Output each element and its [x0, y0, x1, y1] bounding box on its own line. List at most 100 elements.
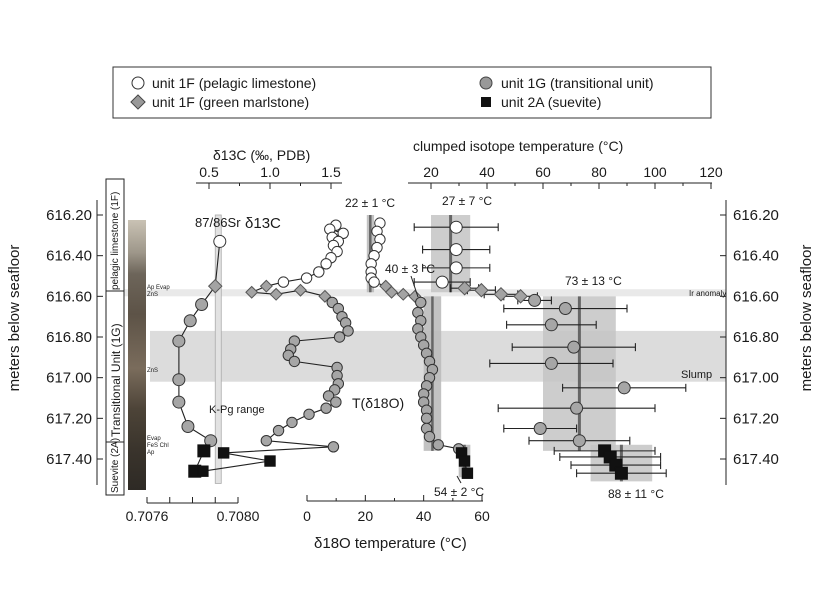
band-label-22: 22 ± 1 °C: [345, 196, 395, 210]
left-depth-tick-label: 616.80: [46, 329, 92, 346]
clumped-axis-tick-label: 40: [479, 164, 495, 180]
data-point-c13: [293, 283, 308, 297]
right-depth-tick-label: 616.80: [733, 329, 779, 346]
data-point-clumped: [449, 261, 463, 275]
data-point-d18o: [432, 439, 444, 451]
data-point-c13: [322, 390, 335, 402]
data-point-c13: [303, 408, 315, 420]
data-point-sr: [207, 278, 223, 294]
right-depth-tick-label: 617.20: [733, 410, 779, 427]
data-point-d18o: [458, 455, 471, 467]
left-depth-tick-label: 617.20: [46, 410, 92, 427]
legend-label-transitional-unit: unit 1G (transitional unit): [501, 75, 654, 91]
data-point-d18o: [423, 430, 436, 443]
left-depth-axis-title: meters below seafloor: [6, 245, 23, 392]
data-point-d18o: [415, 296, 427, 309]
core-photo: [128, 220, 146, 490]
data-point-clumped: [474, 282, 489, 298]
slump-label: Slump: [681, 369, 712, 381]
right-depth-tick-label: 617.00: [733, 370, 779, 387]
band-label-73: 73 ± 13 °C: [565, 274, 622, 288]
data-point-clumped: [493, 286, 509, 302]
t18-label: T(δ18O): [352, 395, 404, 411]
data-point-c13: [245, 285, 259, 299]
band-label-40-leader: [410, 275, 419, 298]
data-point-clumped: [544, 356, 558, 370]
data-point-sr: [172, 334, 186, 348]
data-point-c13: [330, 396, 342, 408]
left-depth-tick-label: 617.00: [46, 370, 92, 387]
data-point-c13: [327, 441, 340, 453]
data-point-c13: [288, 355, 301, 368]
left-depth-tick-label: 616.60: [46, 288, 92, 305]
kpg-range-band: [214, 214, 222, 484]
unit-label-1g: Transitional Unit (1G): [109, 323, 123, 437]
sr-label: 87/86Sr: [195, 215, 241, 230]
right-depth-tick-label: 617.40: [733, 451, 779, 468]
band-label-54: 54 ± 2 °C: [434, 485, 484, 499]
data-point-clumped: [558, 302, 572, 316]
mineral-note-zns-top: ZnS: [147, 292, 158, 298]
data-points: [172, 217, 631, 480]
clumped-axis-tick-label: 20: [423, 164, 439, 180]
data-point-c13: [260, 435, 273, 447]
c13-axis-tick-label: 1.0: [260, 164, 280, 180]
data-point-clumped: [567, 340, 581, 354]
unit-column-frame: [105, 178, 125, 496]
band-label-54-leader: [456, 475, 462, 484]
data-point-clumped: [449, 220, 463, 234]
mineral-note-ap: Ap: [147, 450, 155, 456]
clumped-axis-title: clumped isotope temperature (°C): [413, 138, 623, 154]
c13-axis-title: δ13C (‰, PDB): [213, 147, 310, 163]
data-point-c13: [272, 424, 285, 437]
left-depth-tick-label: 616.20: [46, 207, 92, 224]
data-point-sr: [197, 444, 211, 458]
data-point-c13: [342, 325, 354, 337]
c13-axis-tick-label: 1.5: [321, 164, 341, 180]
data-point-c13: [197, 465, 209, 477]
legend-label-pelagic-limestone: unit 1F (pelagic limestone): [152, 75, 316, 91]
legend-label-green-marlstone: unit 1F (green marlstone): [152, 94, 309, 110]
data-point-c13: [269, 287, 283, 301]
unit-label-1f: pelagic limestone (1F): [110, 192, 121, 290]
mineral-note-evap: Evap: [147, 436, 161, 442]
data-point-clumped: [570, 401, 584, 415]
d18o-axis-title: δ18O temperature (°C): [314, 535, 467, 552]
band-label-27: 27 ± 7 °C: [442, 194, 492, 208]
data-point-sr: [181, 419, 195, 433]
data-point-clumped: [513, 289, 528, 304]
kpg-label: K-Pg range: [209, 404, 265, 416]
data-point-c13: [313, 266, 325, 278]
data-point-clumped: [528, 293, 542, 307]
band-label-88: 88 ± 11 °C: [608, 487, 664, 501]
data-point-clumped: [572, 434, 586, 448]
left-depth-tick-label: 617.40: [46, 451, 92, 468]
c13-axis-tick-label: 0.5: [199, 164, 219, 180]
sr-axis-tick-label: 0.7080: [217, 508, 260, 524]
data-point-c13: [264, 455, 276, 467]
data-point-c13: [286, 416, 298, 429]
data-point-c13: [217, 447, 230, 459]
right-depth-tick-label: 616.20: [733, 207, 779, 224]
ir-anomaly-label: Ir anomaly: [689, 289, 726, 298]
data-point-clumped: [457, 280, 472, 296]
data-point-sr: [172, 395, 186, 409]
legend-marker-pelagic-limestone: [131, 76, 145, 90]
data-point-sr: [195, 297, 209, 311]
d18o-axis-tick-label: 20: [358, 508, 374, 524]
data-point-c13: [300, 272, 313, 284]
right-depth-tick-label: 616.40: [733, 248, 779, 265]
legend-box: [112, 66, 712, 119]
clumped-axis-tick-label: 120: [699, 164, 723, 180]
data-point-clumped: [617, 381, 631, 395]
data-point-sr: [183, 314, 197, 328]
legend: unit 1F (pelagic limestone) unit 1F (gre…: [112, 66, 712, 119]
c13-label: δ13C: [245, 215, 281, 232]
left-depth-tick-label: 616.40: [46, 248, 92, 265]
legend-marker-suevite: [481, 97, 491, 107]
data-point-d18o: [396, 287, 410, 301]
d18o-axis-tick-label: 60: [474, 508, 490, 524]
data-point-c13: [333, 331, 346, 343]
